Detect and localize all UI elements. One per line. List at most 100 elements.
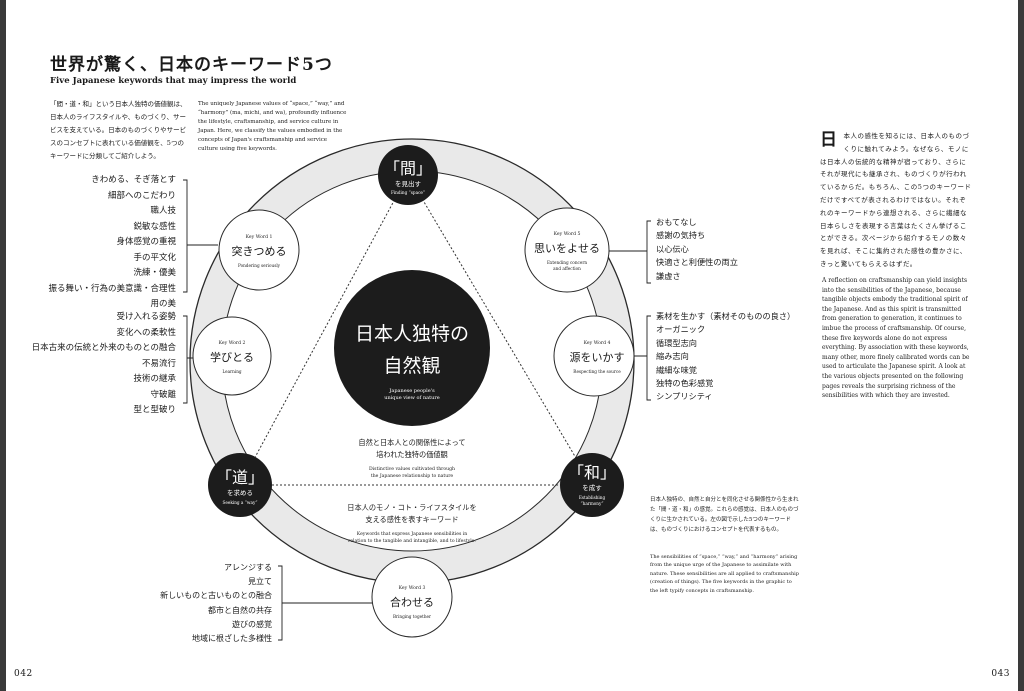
list-item: 受け入れる姿勢 <box>116 312 176 322</box>
drop-cap: 日 <box>820 130 838 150</box>
concept-ma: 「間」 を見出す Finding “space” <box>378 145 438 205</box>
right-lead-english: A reflection on craftsmanship can yield … <box>822 277 970 400</box>
keyword-4-label: Key Word 4 <box>584 340 611 346</box>
intro-japanese: 「間・道・和」という日本人独特の価値観は、日本人のライフスタイルや、ものづくり、… <box>50 100 187 160</box>
list-item: 振る舞い・行為の美意識・合理性 <box>48 283 176 294</box>
page-subtitle: Five Japanese keywords that may impress … <box>50 76 297 86</box>
triangle-caption-jp2: 培われた独特の価値観 <box>376 450 448 459</box>
diagram-note-japanese: 日本人独特の、自然と自分とを同化させる関係性から生まれた「間・道・和」の感覚。こ… <box>650 497 799 533</box>
list-item: おもてなし <box>656 217 697 227</box>
keyword-2: Key Word 2 学びとる Learning <box>192 316 272 396</box>
list-item: 以心伝心 <box>656 243 689 254</box>
page-number-right: 043 <box>991 669 1010 679</box>
center-circle <box>334 270 490 426</box>
concept-ma-en: Finding “space” <box>391 190 425 195</box>
diagram-note-english: The sensibilities of “space,” “way,” and… <box>650 554 799 594</box>
keyword-5-list: おもてなし 感謝の気持ち 以心伝心 快適さと利便性の両立 謙虚さ <box>656 216 738 283</box>
triangle <box>239 174 593 486</box>
keyword-4: Key Word 4 源をいかす Respecting the source <box>553 315 635 397</box>
keyword-5-en2: and affection <box>553 266 581 271</box>
concept-ma-jp: を見出す <box>395 179 422 188</box>
list-item: 謙虚さ <box>656 270 681 281</box>
list-item: 変化への柔軟性 <box>116 327 176 338</box>
list-item: 感謝の気持ち <box>656 230 706 241</box>
concept-michi-kanji: 「道」 <box>216 468 264 487</box>
list-item: 循環型志向 <box>656 337 697 348</box>
bottom-caption-en1: Keywords that express Japanese sensibili… <box>357 531 467 537</box>
triangle-caption-en1: Distinctive values cultivated through <box>369 466 455 472</box>
keyword-2-en: Learning <box>222 369 241 374</box>
bottom-caption-jp1: 日本人のモノ・コト・ライフスタイルを <box>347 503 476 512</box>
concept-michi-en: Seeking a “way” <box>223 500 258 505</box>
keyword-2-jp: 学びとる <box>210 350 254 364</box>
list-item: シンプリシティ <box>656 391 713 402</box>
concept-wa-en2: “harmony” <box>580 501 603 506</box>
concept-wa-kanji: 「和」 <box>568 463 616 482</box>
keyword-5: Key Word 5 思いをよせる Extending concern and … <box>524 207 610 293</box>
list-item: 洗練・優美 <box>133 268 176 278</box>
list-item: 用の美 <box>150 299 176 309</box>
keyword-1-label: Key Word 1 <box>246 234 273 240</box>
keyword-2-label: Key Word 2 <box>219 340 246 346</box>
keyword-5-jp: 思いをよせる <box>534 242 600 255</box>
list-item: 独特の色彩感覚 <box>656 378 714 389</box>
center-en-line2: unique view of nature <box>384 395 440 401</box>
list-item: 不易流行 <box>141 358 176 369</box>
right-lead-japanese: 日本人の感性を知るには、日本人のものづくりに触れてみよう。なぜなら、モノには日本… <box>820 130 972 271</box>
concept-michi: 「道」 を求める Seeking a “way” <box>208 453 272 517</box>
concept-michi-jp: を求める <box>227 488 253 497</box>
keyword-3-list: アレンジする 見立て 新しいものと古いものとの融合 都市と自然の共存 遊びの感覚… <box>160 561 272 646</box>
list-item: オーガニック <box>656 324 706 335</box>
keyword-1: Key Word 1 突きつめる Pondering seriously <box>218 209 300 291</box>
list-item: アレンジする <box>224 563 272 572</box>
list-item: 守破離 <box>150 389 176 400</box>
center-en-line1: Japanese people's <box>388 388 435 394</box>
list-item: 型と型破り <box>133 405 176 415</box>
list-item: 職人技 <box>150 206 176 216</box>
list-item: 遊びの感覚 <box>232 619 272 629</box>
keyword-2-list: 受け入れる姿勢 変化への柔軟性 日本古来の伝統と外来のものとの融合 不易流行 技… <box>32 310 176 419</box>
center-title-line1: 日本人独特の <box>355 323 469 345</box>
keyword-1-en: Pondering seriously <box>238 263 281 268</box>
keyword-5-label: Key Word 5 <box>554 231 581 237</box>
list-item: 素材を生かす（素材そのものの良さ） <box>656 311 796 321</box>
list-item: 都市と自然の共存 <box>208 605 272 615</box>
list-item: きわめる、そぎ落とす <box>91 175 176 185</box>
book-spine-left <box>0 0 6 691</box>
bottom-caption-en2: relation to the tangible and intangible,… <box>348 538 476 544</box>
keyword-4-jp: 源をいかす <box>570 350 625 364</box>
list-item: 手の平文化 <box>133 252 176 263</box>
list-item: 快適さと利便性の両立 <box>656 257 738 268</box>
intro-english: The uniquely Japanese values of “space,”… <box>198 101 347 152</box>
page-title: 世界が驚く、日本のキーワード5つ <box>50 55 333 75</box>
concept-wa: 「和」 を成す Establishing “harmony” <box>560 453 624 517</box>
keyword-3-label: Key Word 3 <box>399 585 426 591</box>
list-item: 繊細な味覚 <box>656 364 697 375</box>
right-lead-japanese-text: 本人の感性を知るには、日本人のものづくりに触れてみよう。なぜなら、モノには日本人… <box>820 132 972 268</box>
list-item: 新しいものと古いものとの融合 <box>160 591 272 601</box>
list-item: 技術の継承 <box>133 374 176 384</box>
keyword-4-list: 素材を生かす（素材そのものの良さ） オーガニック 循環型志向 縮み志向 繊細な味… <box>656 310 795 404</box>
list-item: 地域に根ざした多様性 <box>192 634 272 644</box>
keyword-1-jp: 突きつめる <box>232 244 287 258</box>
concept-wa-jp: を成す <box>582 483 602 492</box>
list-item: 縮み志向 <box>656 351 689 362</box>
keyword-3: Key Word 3 合わせる Bringing together <box>371 556 453 638</box>
list-brackets <box>183 179 651 641</box>
bottom-caption-jp2: 支える感性を表すキーワード <box>365 515 458 524</box>
list-item: 鋭敏な感性 <box>133 221 176 232</box>
triangle-caption-jp1: 自然と日本人との関係性によって <box>358 438 465 447</box>
keyword-3-en: Bringing together <box>393 614 431 619</box>
list-item: 日本古来の伝統と外来のものとの融合 <box>31 343 176 353</box>
triangle-caption-en2: the Japanese relationship to nature <box>371 473 454 479</box>
concept-ma-kanji: 「間」 <box>384 159 432 178</box>
book-spine-right <box>1018 0 1024 691</box>
keyword-4-en: Respecting the source <box>573 369 621 374</box>
keyword-1-list: きわめる、そぎ落とす 細部へのこだわり 職人技 鋭敏な感性 身体感覚の重視 手の… <box>48 173 176 313</box>
keyword-5-en1: Extending concern <box>547 260 587 265</box>
keyword-3-jp: 合わせる <box>390 595 434 609</box>
list-item: 見立て <box>248 577 272 587</box>
center-title-line2: 自然観 <box>383 355 440 377</box>
concept-wa-en1: Establishing <box>579 495 606 500</box>
